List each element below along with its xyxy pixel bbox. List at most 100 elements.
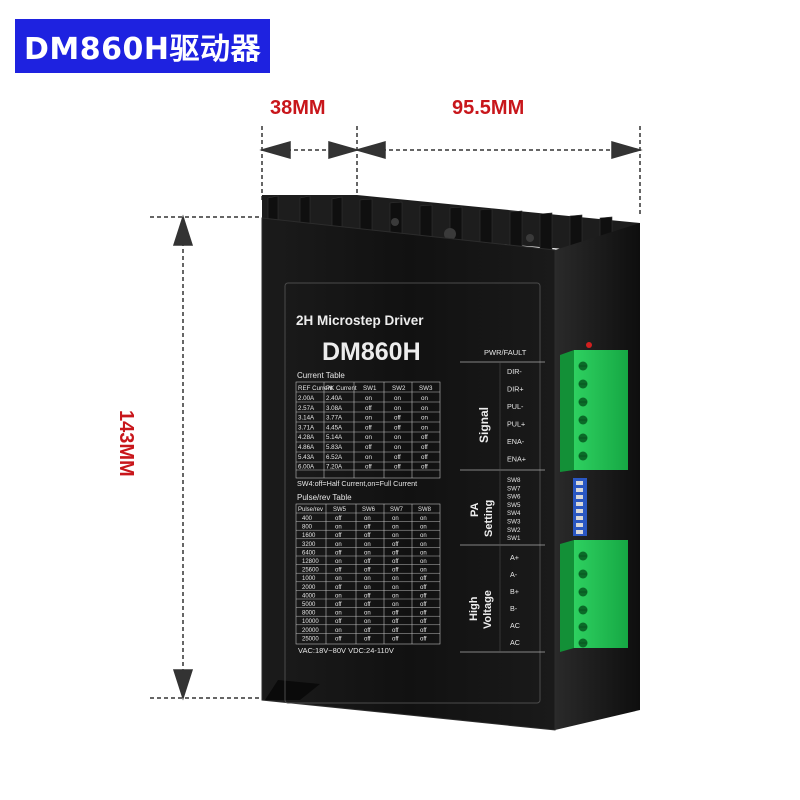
current-table-cell: off bbox=[394, 424, 401, 431]
pulse-table-cell: off bbox=[364, 533, 371, 539]
pulse-table-header: Pulse/rev bbox=[298, 507, 323, 513]
current-table-cell: 3.71A bbox=[298, 424, 315, 431]
high-voltage-pin-label: A+ bbox=[510, 553, 519, 562]
pulse-table-cell: off bbox=[364, 636, 371, 642]
current-table-cell: on bbox=[365, 454, 372, 461]
pulse-table-cell: 3200 bbox=[302, 542, 316, 548]
high-voltage-pin-label: B+ bbox=[510, 587, 519, 596]
signal-pin-label: DIR- bbox=[507, 367, 522, 376]
dip-switch-label: SW4 bbox=[507, 510, 521, 517]
pulse-table-cell: off bbox=[392, 559, 399, 565]
pulse-table-cell: off bbox=[335, 619, 342, 625]
current-table-cell: off bbox=[394, 454, 401, 461]
current-table-cell: on bbox=[421, 405, 428, 412]
signal-group-label: Signal bbox=[477, 407, 491, 443]
signal-pin-label: PUL+ bbox=[507, 420, 525, 429]
pulse-table-cell: on bbox=[364, 611, 371, 617]
current-table-cell: 7.20A bbox=[326, 464, 343, 471]
pulse-table-cell: off bbox=[364, 559, 371, 565]
high-voltage-label-2: Voltage bbox=[482, 590, 494, 629]
high-voltage-pin-label: A- bbox=[510, 570, 518, 579]
pulse-table-cell: off bbox=[364, 628, 371, 634]
high-voltage-pin-label: AC bbox=[510, 621, 520, 630]
pulse-table-cell: 400 bbox=[302, 516, 313, 522]
pulse-table-cell: off bbox=[364, 602, 371, 608]
current-table-header: REF Current bbox=[298, 385, 333, 392]
pulse-table-cell: 8000 bbox=[302, 611, 316, 617]
pulse-table-cell: on bbox=[364, 576, 371, 582]
current-table-cell: off bbox=[365, 405, 372, 412]
pulse-table-cell: off bbox=[335, 602, 342, 608]
current-table-cell: 3.77A bbox=[326, 415, 343, 422]
pulse-table-cell: off bbox=[420, 602, 427, 608]
pulse-table-cell: 4000 bbox=[302, 593, 316, 599]
width-dimension-label: 95.5MM bbox=[452, 97, 525, 119]
pulse-table-cell: 25000 bbox=[302, 636, 319, 642]
pulse-table-cell: 6400 bbox=[302, 550, 316, 556]
current-table-cell: 2.57A bbox=[298, 405, 315, 412]
current-table-cell: on bbox=[394, 395, 401, 402]
pulse-table-cell: on bbox=[335, 611, 342, 617]
pulse-table-cell: off bbox=[420, 593, 427, 599]
current-table-cell: 5.83A bbox=[326, 444, 343, 451]
current-table-cell: on bbox=[421, 415, 428, 422]
pulse-table-header: SW6 bbox=[362, 507, 376, 513]
title-badge: DM860H驱动器 bbox=[15, 19, 270, 73]
voltage-spec: VAC:18V~80V VDC:24-110V bbox=[298, 646, 394, 655]
current-table-cell: 5.14A bbox=[326, 434, 343, 441]
current-table-cell: off bbox=[365, 424, 372, 431]
pulse-table-cell: off bbox=[335, 636, 342, 642]
current-table-cell: on bbox=[365, 395, 372, 402]
driver-header: 2H Microstep Driver bbox=[296, 313, 424, 328]
pulse-table-header: SW7 bbox=[390, 507, 404, 513]
pulse-table-cell: on bbox=[420, 525, 427, 531]
signal-terminal-block[interactable] bbox=[560, 350, 628, 472]
pwr-fault-label: PWR/FAULT bbox=[484, 348, 527, 357]
dip-switch-label: SW7 bbox=[507, 485, 521, 492]
pulse-table-cell: off bbox=[392, 611, 399, 617]
current-table-cell: off bbox=[421, 454, 428, 461]
driver-front-panel bbox=[261, 217, 556, 731]
high-voltage-pin-label: AC bbox=[510, 638, 520, 647]
pulse-table-header: SW8 bbox=[418, 507, 432, 513]
pulse-table bbox=[295, 503, 441, 645]
dip-switch-label: SW1 bbox=[507, 535, 521, 542]
dip-switch[interactable] bbox=[573, 478, 587, 536]
pulse-table-cell: on bbox=[420, 542, 427, 548]
current-table-cell: on bbox=[365, 434, 372, 441]
current-table-cell: on bbox=[394, 444, 401, 451]
current-table-cell: 6.52A bbox=[326, 454, 343, 461]
current-table-caption: Current Table bbox=[297, 371, 345, 380]
current-table-cell: off bbox=[421, 434, 428, 441]
pulse-table-cell: on bbox=[420, 559, 427, 565]
pulse-table-cell: off bbox=[364, 568, 371, 574]
pulse-table-cell: on bbox=[335, 576, 342, 582]
dip-switch-label: SW5 bbox=[507, 502, 521, 509]
pulse-table-cell: on bbox=[335, 525, 342, 531]
current-table-header: SW2 bbox=[392, 385, 406, 392]
pulse-table-cell: 1600 bbox=[302, 533, 316, 539]
pa-setting-label-2: Setting bbox=[483, 500, 495, 537]
current-table-cell: 2.40A bbox=[326, 395, 343, 402]
pulse-table-cell: 800 bbox=[302, 525, 313, 531]
current-table-cell: off bbox=[421, 464, 428, 471]
current-table-cell: 4.45A bbox=[326, 424, 343, 431]
dip-switch-label: SW2 bbox=[507, 527, 521, 534]
high-voltage-terminal-block[interactable] bbox=[560, 540, 628, 652]
current-table-cell: 5.43A bbox=[298, 454, 315, 461]
current-table-cell: off bbox=[365, 444, 372, 451]
pulse-table-cell: off bbox=[420, 585, 427, 591]
pulse-table-cell: on bbox=[335, 628, 342, 634]
pa-setting-label-1: PA bbox=[469, 502, 481, 517]
pulse-table-cell: on bbox=[364, 550, 371, 556]
current-table-cell: off bbox=[394, 464, 401, 471]
pulse-table-cell: on bbox=[392, 516, 399, 522]
current-table-cell: on bbox=[394, 434, 401, 441]
driver-model: DM860H bbox=[322, 338, 421, 366]
pulse-table-cell: on bbox=[335, 542, 342, 548]
dip-switch-label: SW3 bbox=[507, 519, 521, 526]
